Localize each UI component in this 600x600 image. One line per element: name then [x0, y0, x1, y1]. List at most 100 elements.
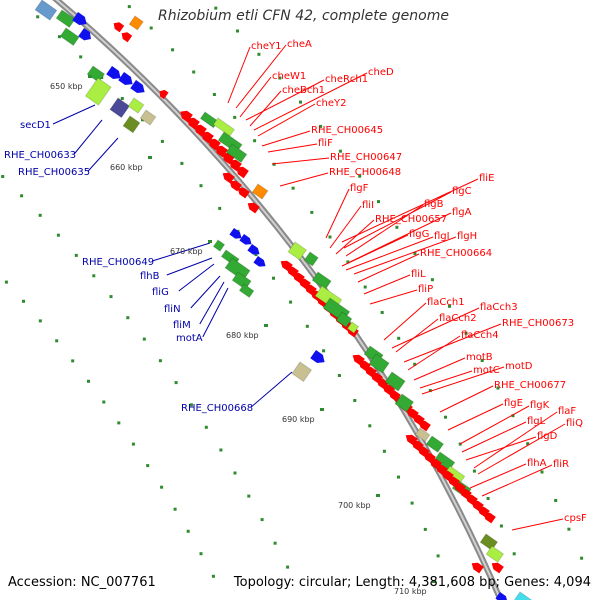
gene-label-right[interactable]: flaCch1: [427, 297, 465, 308]
gene-label-right[interactable]: motD: [505, 361, 533, 372]
gene-label-right[interactable]: flgI: [434, 231, 450, 242]
gene-label-right[interactable]: flgF: [350, 183, 369, 194]
gene-box[interactable]: [84, 77, 112, 106]
gene-box[interactable]: [384, 371, 406, 392]
gene-arrow[interactable]: [199, 129, 214, 144]
gene-arrow[interactable]: [239, 234, 253, 247]
gene-arrow[interactable]: [213, 143, 228, 158]
gene-box[interactable]: [59, 27, 80, 47]
gene-box[interactable]: [414, 427, 431, 443]
gene-arrow[interactable]: [185, 115, 200, 130]
gene-label-left[interactable]: fliM: [173, 320, 191, 331]
gene-arrow[interactable]: [78, 28, 94, 43]
gene-box[interactable]: [86, 65, 106, 83]
gene-arrow[interactable]: [253, 256, 267, 269]
gene-label-right[interactable]: cheY2: [316, 98, 346, 109]
gene-box[interactable]: [485, 545, 505, 563]
gene-arrow[interactable]: [106, 66, 123, 82]
gene-arrow[interactable]: [119, 30, 133, 43]
cyan-gene[interactable]: [513, 591, 533, 600]
gene-arrow[interactable]: [235, 185, 250, 199]
gene-label-right[interactable]: RHE_CH00648: [329, 167, 401, 178]
gene-label-left[interactable]: flhB: [140, 271, 160, 282]
gene-arrow[interactable]: [227, 157, 242, 172]
gene-label-left[interactable]: secD1: [20, 120, 51, 131]
gene-label-left[interactable]: RHE_CH00668: [181, 403, 253, 414]
gene-arrow[interactable]: [245, 200, 260, 214]
gene-label-right[interactable]: RHE_CH00657: [375, 214, 447, 225]
gene-label-right[interactable]: flgD: [537, 431, 558, 442]
gene-label-right[interactable]: RHE_CH00645: [311, 125, 383, 136]
gene-box[interactable]: [479, 533, 499, 551]
gene-label-right[interactable]: motB: [466, 352, 493, 363]
gene-label-right[interactable]: flhA: [527, 458, 547, 469]
gene-arrow[interactable]: [111, 20, 125, 33]
gene-label-right[interactable]: fliF: [318, 138, 333, 149]
gene-label-right[interactable]: fliE: [479, 173, 494, 184]
gene-arrow[interactable]: [229, 228, 243, 241]
gene-label-right[interactable]: flgE: [504, 398, 523, 409]
gene-box[interactable]: [346, 321, 360, 334]
gene-box[interactable]: [394, 393, 415, 413]
gene-arrow[interactable]: [130, 80, 147, 96]
gene-label-right[interactable]: cpsF: [564, 513, 587, 524]
gene-label-right[interactable]: flgB: [424, 199, 444, 210]
gene-box[interactable]: [139, 109, 157, 126]
gene-label-left[interactable]: fliG: [152, 287, 169, 298]
gene-box[interactable]: [238, 283, 255, 299]
gene-label-right[interactable]: RHE_CH00664: [420, 248, 492, 259]
gene-label-right[interactable]: flaCch4: [461, 330, 499, 341]
gene-box[interactable]: [231, 271, 252, 291]
gene-arrow[interactable]: [72, 12, 89, 28]
gene-label-right[interactable]: flgH: [457, 231, 477, 242]
gene-label-left[interactable]: RHE_CH00635: [18, 167, 90, 178]
gene-arrow[interactable]: [206, 136, 221, 151]
gene-label-right[interactable]: flaF: [558, 406, 576, 417]
gene-label-left[interactable]: fliN: [164, 304, 181, 315]
gene-label-right[interactable]: flaCch2: [439, 313, 477, 324]
gene-box-top[interactable]: [34, 0, 58, 21]
gene-label-right[interactable]: motC: [473, 365, 500, 376]
gene-label-right[interactable]: flaCch3: [480, 302, 518, 313]
gene-box[interactable]: [291, 361, 313, 383]
gene-arrow[interactable]: [220, 170, 235, 184]
gene-label-left[interactable]: RHE_CH00633: [4, 150, 76, 161]
gene-arrow[interactable]: [495, 592, 509, 600]
gene-box[interactable]: [212, 117, 236, 137]
gene-label-right[interactable]: cheW1: [272, 71, 306, 82]
gene-arrow[interactable]: [481, 510, 496, 524]
gene-box[interactable]: [368, 353, 390, 374]
gene-label-right[interactable]: RHE_CH00673: [502, 318, 574, 329]
gene-arrow[interactable]: [469, 560, 484, 574]
gene-label-right[interactable]: fliL: [411, 269, 426, 280]
gene-label-right[interactable]: flgG: [409, 229, 429, 240]
gene-box[interactable]: [55, 9, 76, 29]
gene-arrow[interactable]: [489, 560, 504, 574]
gene-label-right[interactable]: fliP: [418, 284, 433, 295]
gene-arrow[interactable]: [118, 72, 135, 88]
gene-arrow[interactable]: [247, 244, 261, 257]
gene-box[interactable]: [311, 271, 332, 291]
gene-box[interactable]: [224, 257, 251, 282]
gene-arrow[interactable]: [178, 108, 193, 123]
gene-label-right[interactable]: flgK: [530, 400, 550, 411]
gene-box[interactable]: [335, 311, 353, 328]
gene-box[interactable]: [127, 97, 145, 114]
gene-label-right[interactable]: cheBch1: [282, 85, 325, 96]
gene-label-right[interactable]: cheD: [368, 67, 394, 78]
gene-box[interactable]: [109, 97, 131, 119]
gene-box[interactable]: [225, 143, 248, 164]
gene-label-right[interactable]: flgA: [452, 207, 472, 218]
gene-arrow[interactable]: [192, 122, 207, 137]
gene-box[interactable]: [212, 239, 226, 252]
gene-label-right[interactable]: cheY1: [251, 41, 281, 52]
gene-label-right[interactable]: RHE_CH00647: [330, 152, 402, 163]
gene-label-right[interactable]: RHE_CH00677: [494, 380, 566, 391]
gene-label-right[interactable]: flgC: [452, 186, 472, 197]
gene-label-right[interactable]: cheA: [287, 39, 312, 50]
gene-label-right[interactable]: fliQ: [566, 418, 583, 429]
gene-box[interactable]: [287, 241, 308, 261]
gene-arrow[interactable]: [157, 88, 169, 100]
gene-box[interactable]: [303, 251, 319, 267]
gene-label-right[interactable]: cheRch1: [325, 74, 368, 85]
